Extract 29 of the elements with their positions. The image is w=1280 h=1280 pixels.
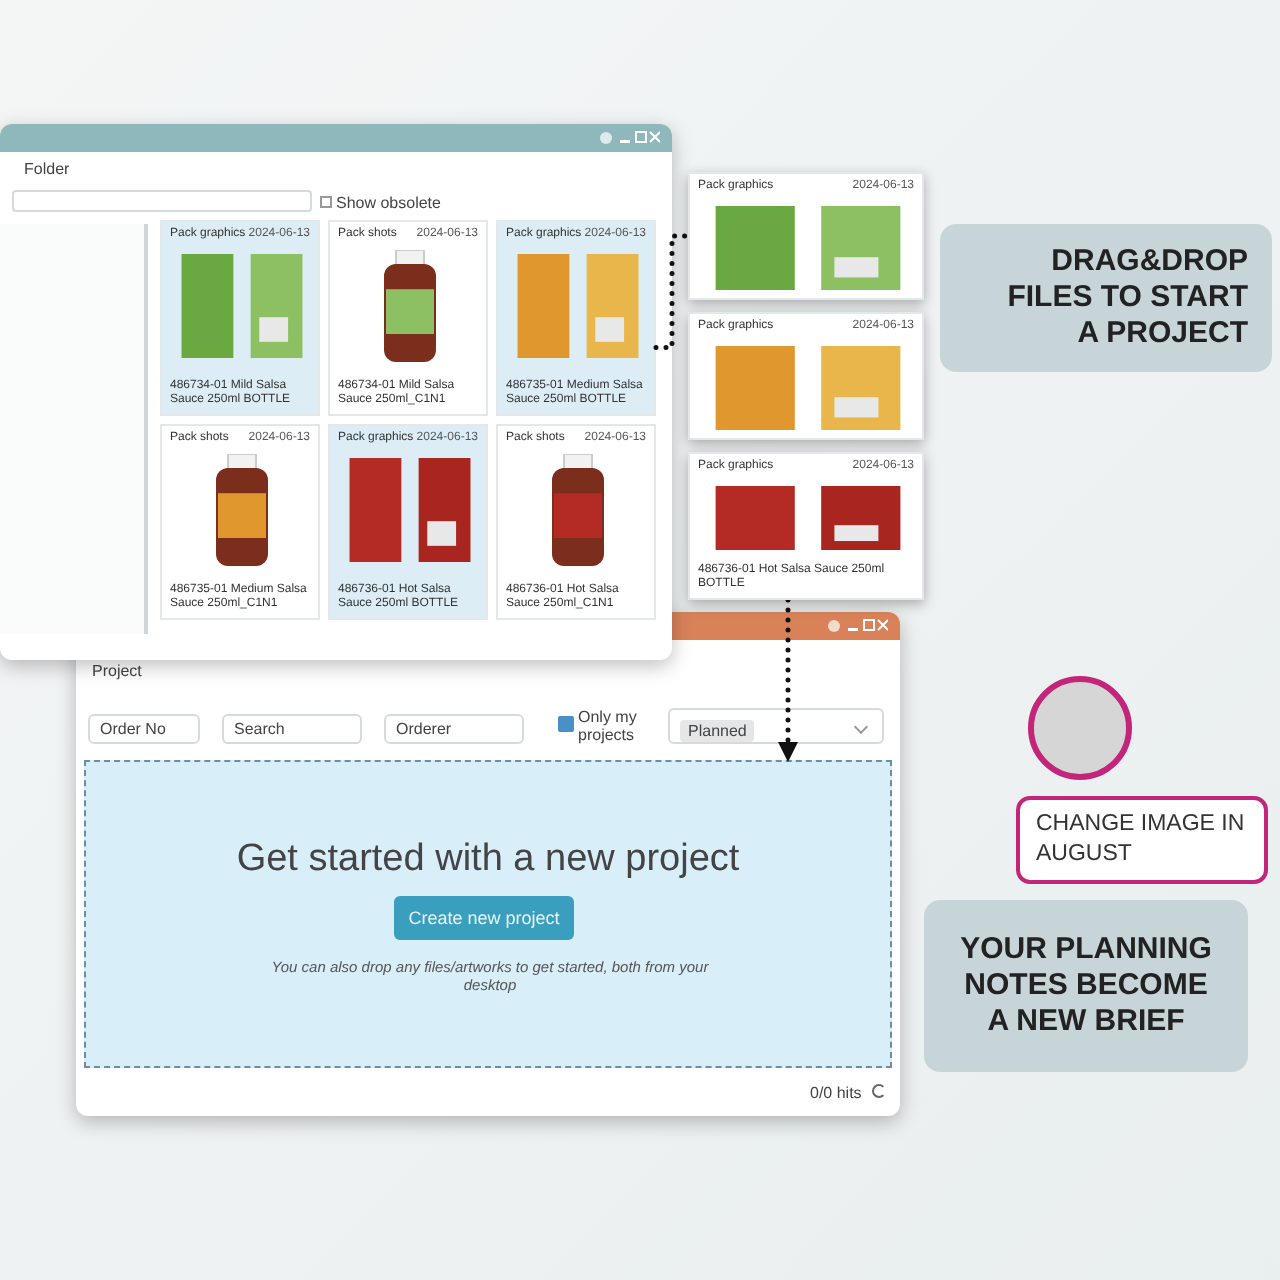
heading: Get started with a new project <box>234 838 742 882</box>
input-field: Order No <box>88 714 200 744</box>
result-count: 0/0 hits <box>810 1084 862 1102</box>
file-card <box>688 172 924 300</box>
file-tile <box>496 220 656 416</box>
input-field: Orderer <box>384 714 524 744</box>
callout-box <box>924 900 1248 1072</box>
dotted-arrow <box>778 597 798 763</box>
file-tile <box>328 424 488 620</box>
dropdown-label: Project <box>92 662 142 680</box>
file-tile <box>496 424 656 620</box>
filter-tag: Planned <box>680 720 755 742</box>
checkbox-label: Show obsolete <box>336 194 441 212</box>
drop-zone <box>84 760 892 1068</box>
checkbox-label: Only my projects <box>578 710 639 746</box>
file-card <box>688 452 924 600</box>
create-button: Create new project <box>394 896 574 940</box>
callout-text: YOUR PLANNING NOTES BECOME A NEW BRIEF <box>958 932 1214 1040</box>
callout-box <box>940 224 1272 372</box>
note-box: CHANGE IMAGE IN AUGUST <box>1016 796 1268 884</box>
callout-text: DRAG&DROP FILES TO START A PROJECT <box>1005 244 1248 352</box>
app-window <box>76 612 900 1116</box>
dropdown-label: Folder <box>24 160 70 178</box>
file-tile <box>160 220 320 416</box>
input-field: Search <box>222 714 362 744</box>
app-window <box>0 124 672 660</box>
file-tile <box>160 424 320 620</box>
file-card <box>688 312 924 440</box>
file-tile <box>328 220 488 416</box>
